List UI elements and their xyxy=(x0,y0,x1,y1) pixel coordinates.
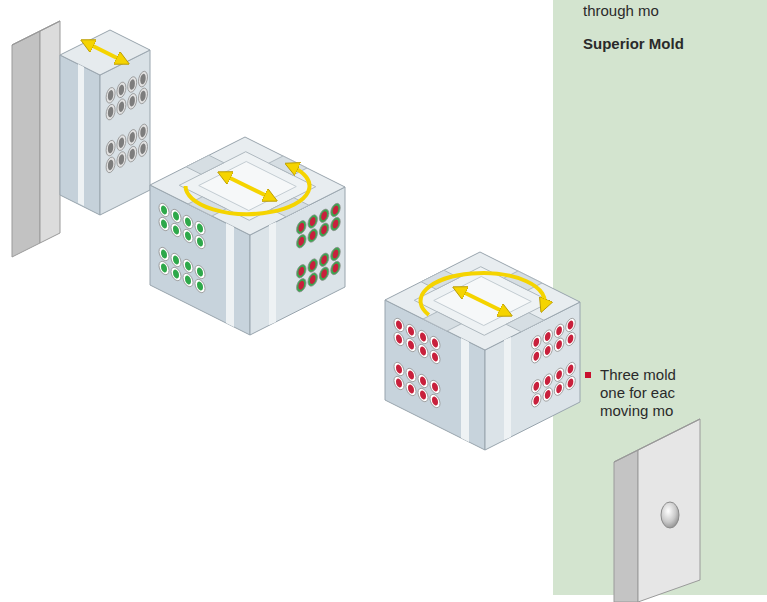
cavity-holes xyxy=(106,69,147,174)
cube-top-face xyxy=(150,137,345,235)
motion-arrow xyxy=(459,290,506,313)
fixed-mold-half xyxy=(60,30,150,215)
rotation-arrow xyxy=(421,273,545,315)
motion-arrow xyxy=(87,43,123,61)
platen-top xyxy=(614,419,700,462)
cube-right-face xyxy=(250,187,345,335)
sprue-opening xyxy=(661,502,679,528)
motion-arrow xyxy=(224,175,271,198)
cube-parting-strip xyxy=(504,337,511,440)
moving-platen xyxy=(614,419,700,602)
cube-left-face xyxy=(150,185,250,335)
cube-top-face xyxy=(385,252,580,350)
cube-parting-strip xyxy=(461,338,469,442)
platen-top xyxy=(12,21,60,45)
mold-top xyxy=(60,30,150,75)
platen-face xyxy=(40,21,60,243)
rotating-cube xyxy=(150,137,345,335)
cube-right-face xyxy=(485,302,580,450)
cube-parting-strip xyxy=(226,223,234,327)
cavity-holes xyxy=(532,316,576,408)
turntable-deck xyxy=(150,137,345,235)
fixed-platen xyxy=(12,21,60,257)
cube-left-face xyxy=(385,300,485,450)
section-heading: Superior Mold xyxy=(583,35,684,53)
cavity-holes xyxy=(394,316,440,409)
rotating-cube xyxy=(385,252,580,450)
bullet-text: Three mold one for eac moving mo xyxy=(600,366,692,420)
intro-text: through mo xyxy=(583,2,659,20)
cube-parting-strip xyxy=(269,222,276,325)
turntable-deck xyxy=(385,252,580,350)
info-panel: through mo Superior MoldThree mold one fo… xyxy=(553,0,767,595)
mold-parting-strip xyxy=(78,64,84,206)
mold-side xyxy=(60,55,100,215)
platen-face xyxy=(638,419,700,602)
platen-side xyxy=(12,31,40,257)
cavity-holes xyxy=(159,201,205,294)
bullet-marker xyxy=(585,372,591,378)
rotation-arrow xyxy=(185,166,309,214)
cavity-holes xyxy=(297,201,341,293)
mold-face xyxy=(100,50,150,215)
platen-side xyxy=(614,450,638,602)
